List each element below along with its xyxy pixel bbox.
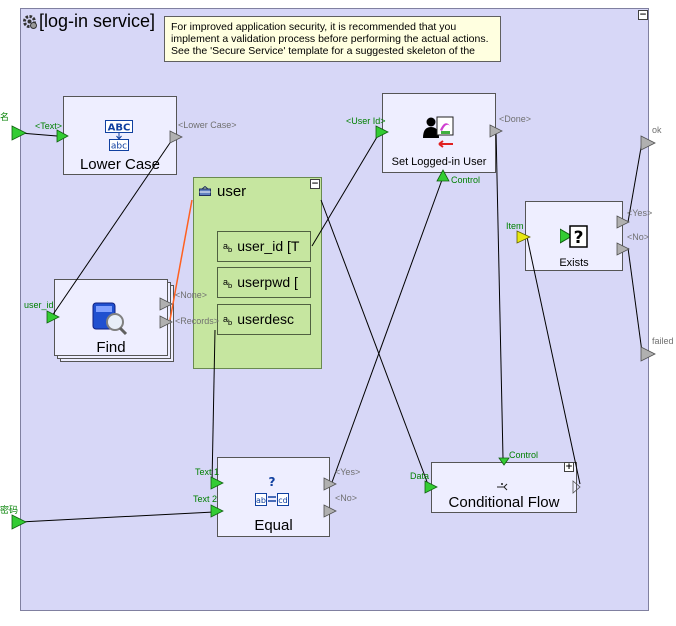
equal-no-label: <No>: [335, 493, 358, 503]
field-user-id[interactable]: ab user_id [T: [217, 231, 311, 262]
setlogged-in-label: <User Id>: [346, 116, 386, 126]
setlogged-control-label: Control: [451, 175, 481, 185]
equal-text2-label: Text 2: [193, 494, 218, 504]
wire-user-to-conditional[interactable]: [320, 199, 430, 488]
lowercase-in-port[interactable]: [56, 129, 69, 143]
conditional-out-port[interactable]: [572, 480, 581, 494]
conditional-control-label: Control: [509, 450, 539, 460]
ok-label: ok: [652, 125, 662, 135]
find-icon: [92, 302, 128, 336]
lower-case-node[interactable]: [63, 96, 177, 175]
setlogged-in-port[interactable]: [375, 125, 389, 139]
conditional-data-label: Data: [410, 471, 430, 481]
equal-text1-label: Text 1: [195, 467, 220, 477]
security-note[interactable]: For improved application security, it is…: [164, 16, 501, 62]
equal-icon: ? ab cd: [255, 475, 289, 506]
wire-userid-to-setlogged[interactable]: [311, 131, 381, 247]
equal-yes-port[interactable]: [323, 477, 337, 491]
field-label: userdesc: [237, 311, 294, 327]
exists-in-label: Item: [506, 221, 524, 231]
setlogged-done-port[interactable]: [489, 124, 503, 138]
service-title: [log-in service]: [39, 11, 156, 31]
note-line: For improved application security, it is…: [171, 21, 457, 33]
field-label: userpwd [: [237, 274, 298, 290]
find-records-label: <Records>: [175, 316, 220, 326]
lower-case-title: Lower Case: [79, 156, 161, 173]
password-label: 密码: [0, 505, 19, 515]
exists-yes-port[interactable]: [616, 215, 630, 229]
setlogged-done-label: <Done>: [499, 114, 532, 124]
lowercase-out-port[interactable]: [169, 130, 183, 144]
exists-yes-label: <Yes>: [627, 208, 653, 218]
table-icon: [199, 186, 211, 196]
user-table-title: user: [217, 183, 247, 200]
exists-in-port[interactable]: [516, 230, 531, 244]
svg-text:?: ?: [574, 228, 584, 248]
wire-yes-to-ok[interactable]: [627, 141, 643, 223]
expand-conditional-flow-button[interactable]: +: [564, 462, 574, 472]
equal-title: Equal: [254, 517, 293, 534]
field-userpwd[interactable]: ab userpwd [: [217, 267, 311, 298]
equal-text1-port[interactable]: [210, 476, 224, 490]
wire-username-to-lowercase[interactable]: [19, 132, 58, 137]
field-label: user_id [T: [237, 238, 300, 254]
text-field-icon: ab: [223, 313, 233, 327]
equal-yes-label: <Yes>: [335, 467, 361, 477]
equal-text2-port[interactable]: [210, 504, 224, 518]
lowercase-in-label: <Text>: [35, 121, 63, 131]
equal-no-port[interactable]: [323, 504, 337, 518]
note-line: See the 'Secure Service' template for a …: [171, 45, 476, 57]
icon-text: ABC: [108, 123, 131, 134]
set-logged-in-user-icon: [423, 116, 454, 148]
field-userdesc[interactable]: ab userdesc: [217, 304, 311, 335]
failed-output-port[interactable]: [640, 346, 656, 362]
collapse-service-button[interactable]: −: [638, 10, 648, 20]
find-in-port[interactable]: [46, 310, 60, 324]
wire-equal-to-control[interactable]: [330, 176, 444, 486]
wire-no-to-failed[interactable]: [627, 247, 643, 353]
find-none-port[interactable]: [159, 297, 173, 311]
flow-icon: [497, 483, 508, 491]
svg-text:ab: ab: [256, 496, 266, 505]
conditional-data-port[interactable]: [424, 480, 438, 494]
lowercase-icon: ABC abc: [105, 120, 133, 152]
exists-icon: ?: [560, 225, 588, 248]
equal-node[interactable]: [217, 457, 330, 537]
wire-userpwd-to-equal[interactable]: [211, 329, 216, 484]
conditional-control-port[interactable]: [498, 457, 510, 466]
gear-icon: [23, 15, 37, 29]
find-none-label: <None>: [175, 290, 208, 300]
wire-password-to-equal[interactable]: [19, 511, 215, 523]
collapse-user-button[interactable]: −: [310, 179, 320, 189]
set-logged-in-user-title: Set Logged-in User: [391, 156, 487, 168]
ok-output-port[interactable]: [640, 135, 656, 151]
failed-label: failed: [652, 336, 674, 346]
note-line: implement a validation process before pe…: [171, 33, 489, 45]
text-field-icon: ab: [223, 276, 233, 290]
password-input-port[interactable]: [11, 514, 27, 530]
wire-lowercase-to-find[interactable]: [51, 136, 175, 317]
lowercase-out-label: <Lower Case>: [178, 120, 237, 130]
find-title: Find: [96, 339, 126, 356]
svg-text:cd: cd: [278, 496, 287, 505]
username-input-port[interactable]: [11, 125, 27, 141]
setlogged-control-port[interactable]: [436, 169, 450, 182]
wire-conditional-to-exists[interactable]: [526, 236, 581, 485]
wire-done-to-control[interactable]: [495, 129, 504, 459]
conditional-flow-title: Conditional Flow: [448, 494, 560, 511]
text-field-icon: ab: [223, 240, 233, 254]
exists-title: Exists: [559, 257, 589, 269]
exists-no-port[interactable]: [616, 242, 630, 256]
find-in-label: user_id: [24, 300, 54, 310]
wire-records-to-user[interactable]: [169, 199, 193, 321]
icon-text: abc: [111, 142, 127, 152]
exists-no-label: <No>: [627, 232, 650, 242]
username-label: 名: [0, 112, 10, 122]
svg-text:?: ?: [269, 475, 276, 489]
find-records-port[interactable]: [159, 315, 173, 329]
